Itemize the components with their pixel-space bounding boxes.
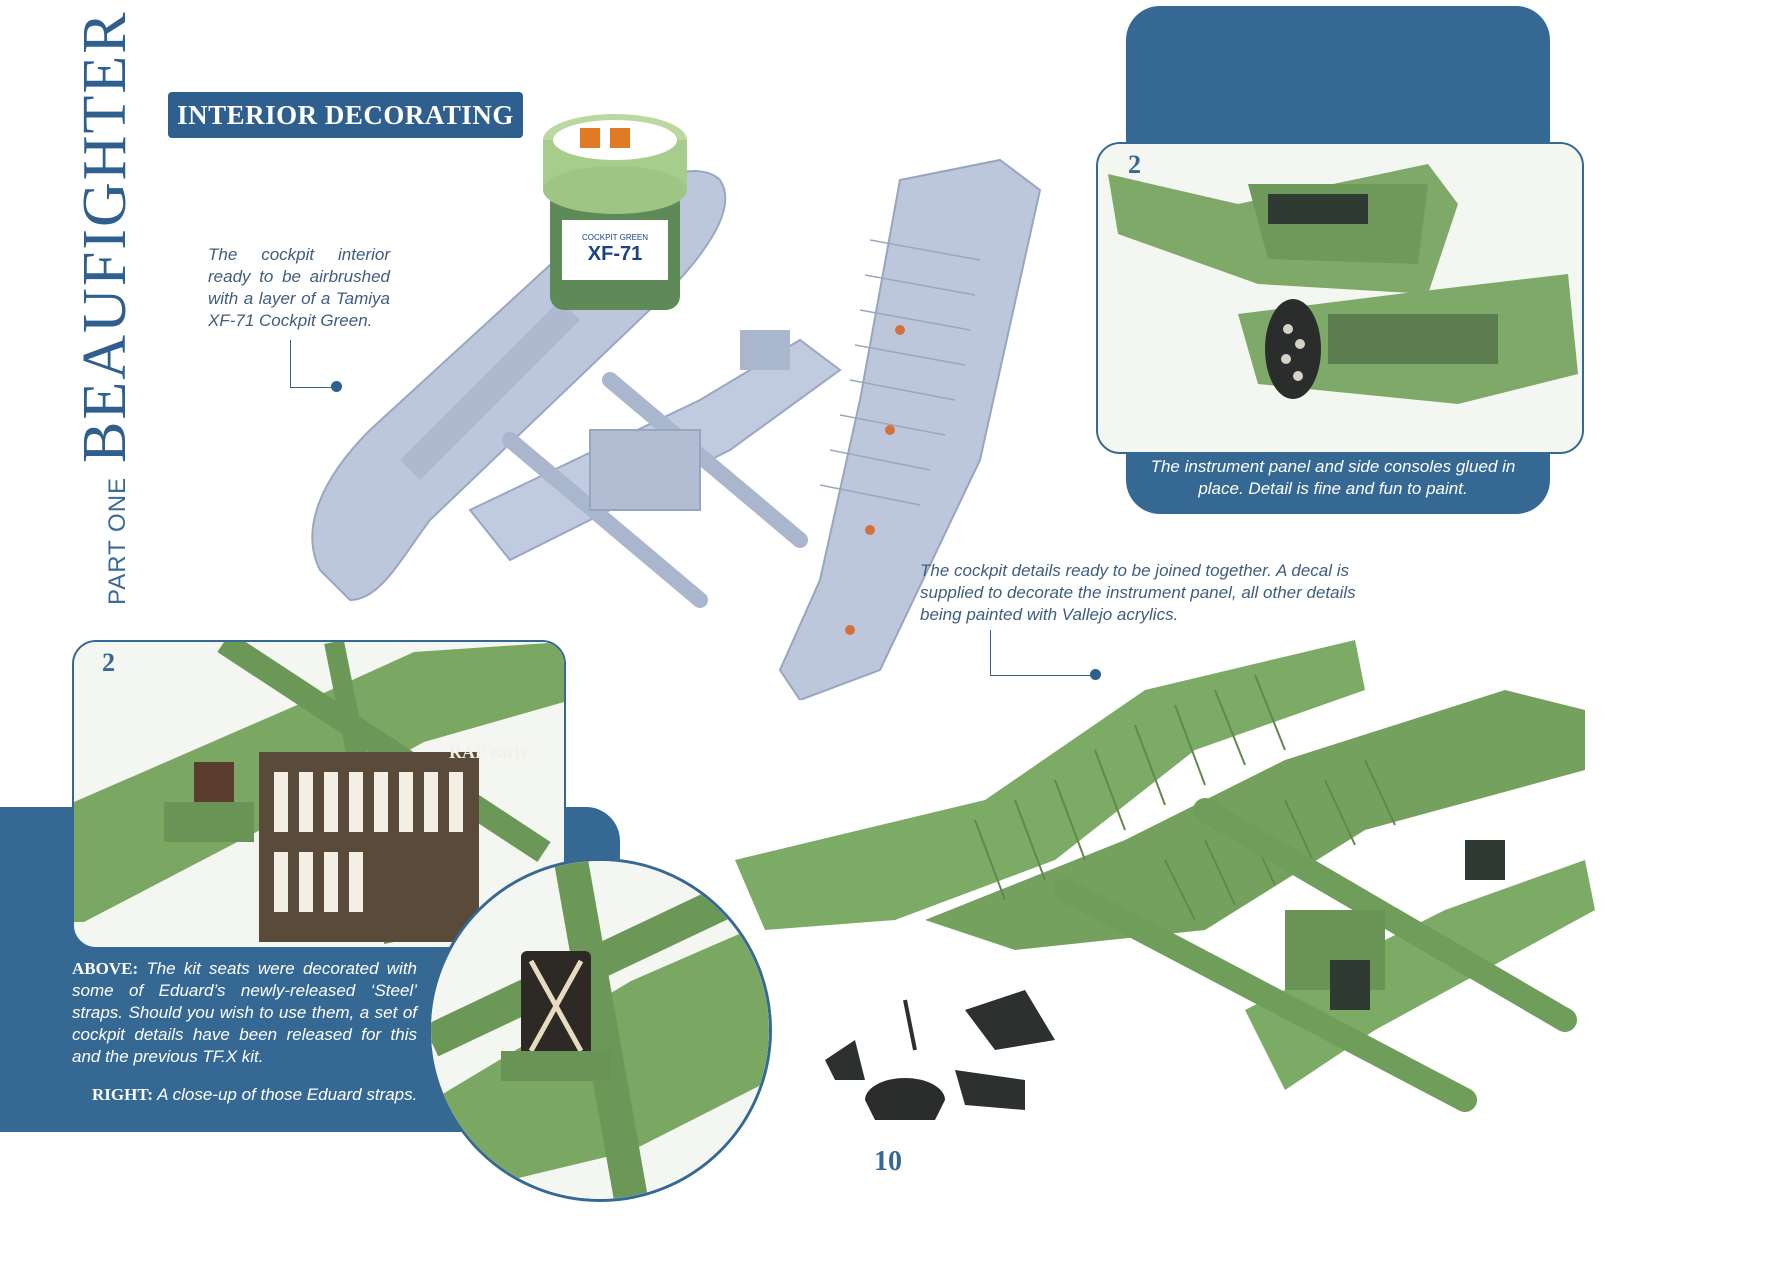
part-label: PART ONE xyxy=(104,476,131,605)
details-ready-caption: The cockpit details ready to be joined t… xyxy=(920,561,1356,624)
above-caption: ABOVE: The kit seats were decorated with… xyxy=(72,958,417,1068)
instrument-panel-caption: The instrument panel and side consoles g… xyxy=(1150,457,1516,498)
side-title: PART ONE BEAUFIGHTER xyxy=(70,10,160,605)
cockpit-interior-caption: The cockpit interior ready to be airbrus… xyxy=(208,245,390,330)
instrument-panel-photo: 2 xyxy=(1096,142,1584,454)
magazine-title: BEAUFIGHTER xyxy=(71,10,139,463)
jar-label: XF-71 xyxy=(588,243,642,265)
above-caption-text: The kit seats were decorated with some o… xyxy=(72,959,417,1066)
section-heading: INTERIOR DECORATING xyxy=(168,92,523,138)
right-caption: RIGHT: A close-up of those Eduard straps… xyxy=(92,1084,452,1106)
page-number: 10 xyxy=(874,1146,902,1177)
straps-closeup-photo xyxy=(428,858,772,1202)
photo-step-number: 2 xyxy=(1128,150,1141,179)
leader-dot-left xyxy=(331,381,342,392)
leader-dot-mid xyxy=(1090,669,1101,680)
grey-parts-photo: XF-71 COCKPIT GREEN xyxy=(311,114,1042,700)
green-parts-photo xyxy=(735,640,1595,1120)
jar-sublabel: COCKPIT GREEN xyxy=(582,233,648,242)
above-caption-label: ABOVE: xyxy=(72,959,139,978)
right-caption-label: RIGHT: xyxy=(92,1085,154,1104)
seat-straps-photo: RAF early 2 xyxy=(72,640,566,949)
right-caption-text: A close-up of those Eduard straps. xyxy=(157,1085,418,1104)
paint-jar: XF-71 COCKPIT GREEN xyxy=(543,114,687,310)
etch-sheet-label: RAF early xyxy=(449,742,529,762)
photo-step-number-2: 2 xyxy=(102,648,115,677)
leader-line-mid xyxy=(990,630,1095,676)
leader-line-left xyxy=(290,340,336,388)
